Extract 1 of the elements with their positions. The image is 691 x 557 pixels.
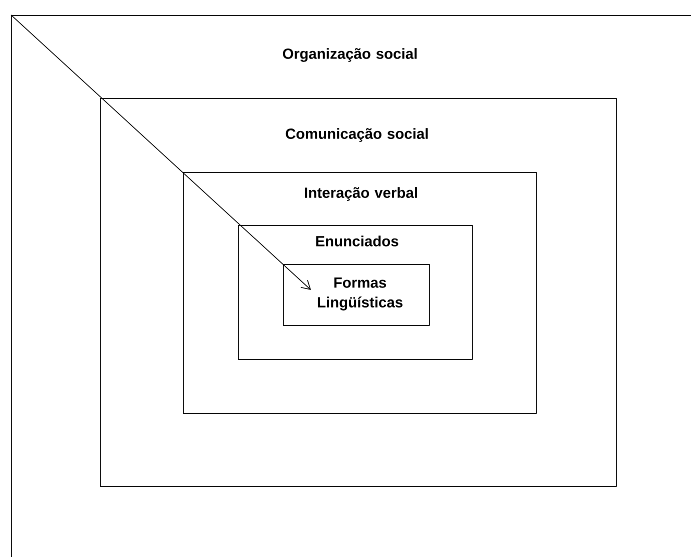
box: Formas Lingüísticas (283, 264, 430, 326)
